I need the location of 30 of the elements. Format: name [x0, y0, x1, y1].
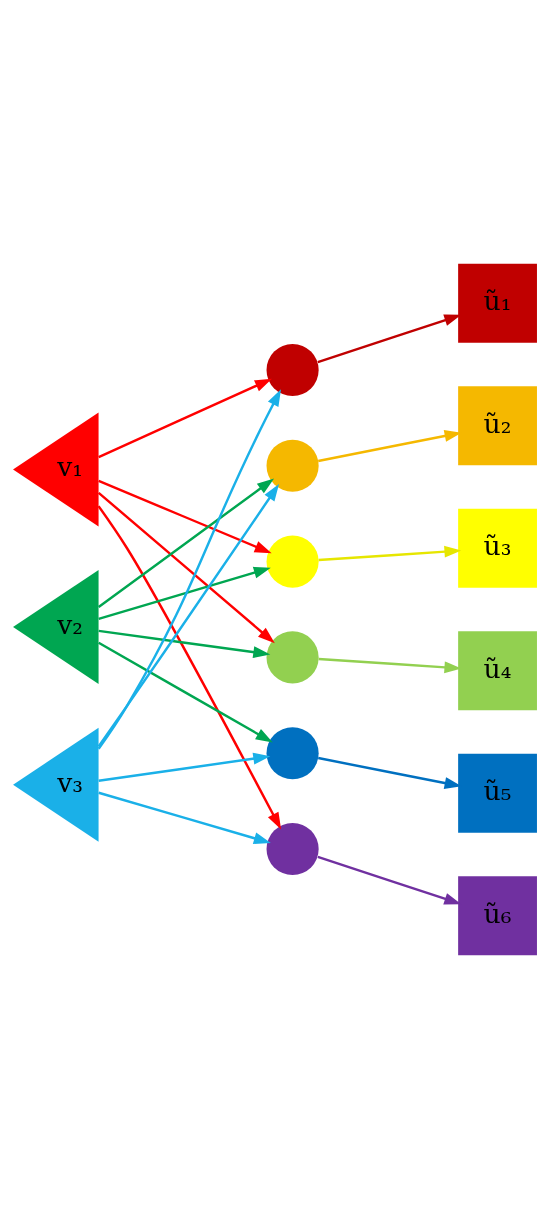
arrow	[98, 791, 271, 844]
arrow	[98, 479, 272, 554]
node-circle	[266, 822, 319, 876]
arrow	[318, 657, 462, 674]
arrow	[97, 478, 275, 608]
node-box: ũ₁	[458, 263, 537, 343]
arrow	[98, 629, 271, 659]
arrow	[97, 505, 282, 830]
arrow	[97, 484, 280, 748]
node-box: ũ₄	[458, 631, 537, 711]
node-box: ũ₅	[458, 753, 537, 833]
node-circle	[266, 631, 319, 684]
arrow	[98, 752, 271, 783]
node-circle	[266, 439, 319, 492]
node-box: ũ₆	[458, 876, 537, 956]
arrow	[318, 430, 462, 463]
node-circle	[266, 343, 319, 397]
arrow	[98, 641, 273, 743]
arrow	[98, 566, 271, 621]
arrow	[317, 314, 462, 364]
node-circle	[266, 535, 319, 588]
arrow	[318, 545, 462, 562]
arrow	[317, 855, 462, 905]
node-box: ũ₃	[458, 508, 537, 588]
arrow	[98, 378, 272, 459]
node-box: ũ₂	[458, 386, 537, 466]
arrow	[97, 491, 275, 644]
arrow	[97, 389, 282, 750]
arrow	[318, 756, 462, 789]
node-circle	[266, 727, 319, 780]
